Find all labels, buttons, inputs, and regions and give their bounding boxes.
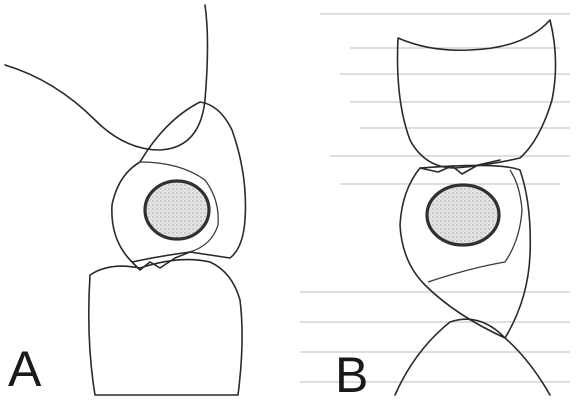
panel-a-upper-bone <box>5 5 208 150</box>
panel-b-label: B <box>335 347 368 401</box>
panel-a-lower-bone <box>89 260 242 395</box>
panel-b-foramen-fill <box>429 187 497 243</box>
panel-b-drawing <box>395 20 556 395</box>
panel-a-foramen-fill <box>147 183 207 237</box>
panel-b-upper-bone <box>398 20 556 168</box>
panel-a-label: A <box>8 341 42 397</box>
panel-b-lower-bone <box>395 319 550 395</box>
panel-a-drawing <box>5 5 245 395</box>
